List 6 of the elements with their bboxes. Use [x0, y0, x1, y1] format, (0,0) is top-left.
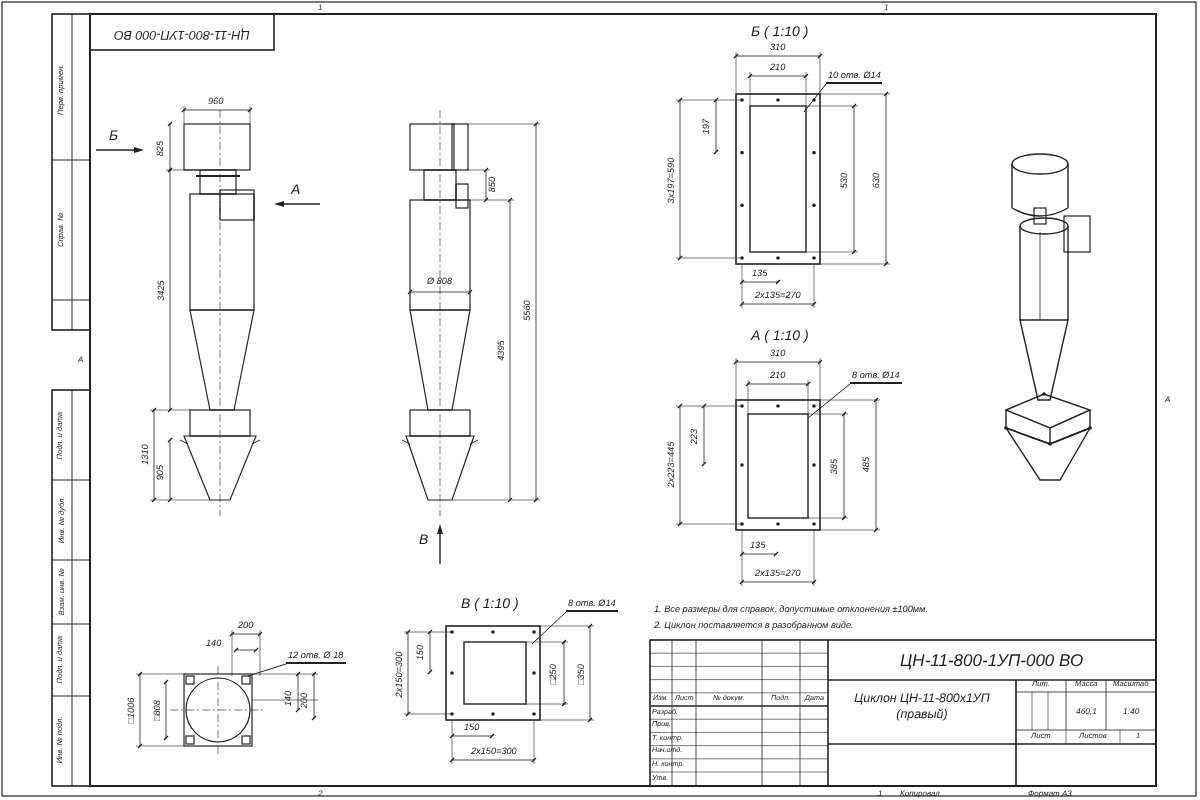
drawing-number: ЦН-11-800-1УП-000 ВО — [900, 651, 1084, 668]
leader-line — [247, 663, 287, 677]
leader-line — [803, 83, 827, 113]
leader-line — [807, 383, 851, 419]
bolt-square — [241, 675, 251, 685]
leader-line — [531, 611, 567, 645]
